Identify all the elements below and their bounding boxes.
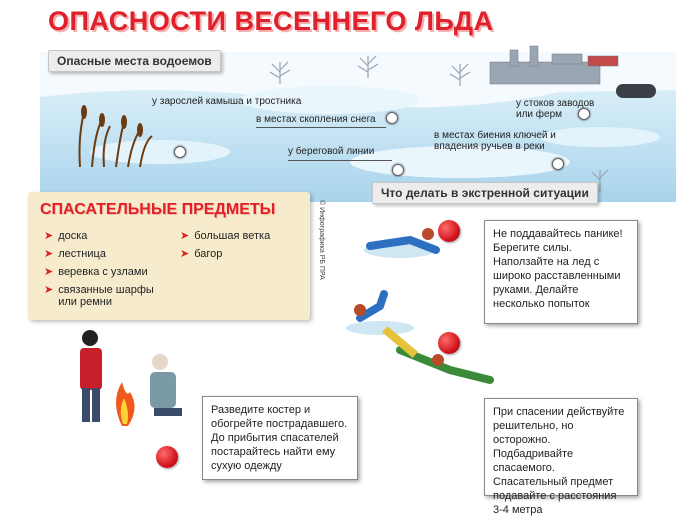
callout-springs: в местах биения ключей и впадения ручьев… xyxy=(434,130,556,152)
marker-dot xyxy=(578,108,590,120)
list-item: доска xyxy=(58,230,88,242)
self-rescue-tip: Не поддавайтесь панике! Берегите силы. Н… xyxy=(484,220,638,324)
emergency-heading: Что делать в экстренной ситуации xyxy=(372,182,598,204)
crawling-person-icon xyxy=(364,228,440,258)
river-illustration xyxy=(40,45,676,202)
list-item: веревка с узлами xyxy=(58,266,148,278)
campfire-scene-illustration xyxy=(80,330,182,426)
rescue-item-list-1: ➤доска ➤лестница ➤веревка с узлами ➤связ… xyxy=(44,230,174,308)
rescue-items-heading: СПАСАТЕЛЬНЫЕ ПРЕДМЕТЫ xyxy=(40,201,276,218)
crouching-person-icon xyxy=(150,354,182,416)
factory-icon xyxy=(489,45,619,85)
marker-dot xyxy=(174,146,186,158)
fire-icon xyxy=(116,382,135,426)
marker-dot xyxy=(438,220,460,242)
person-in-water-icon xyxy=(346,290,414,335)
marker-dot xyxy=(438,332,460,354)
marker-dot xyxy=(156,446,178,468)
rescue-scene-illustration xyxy=(346,228,494,384)
dangerous-places-heading: Опасные места водоемов xyxy=(48,50,221,72)
standing-person-icon xyxy=(80,330,102,422)
list-item: багор xyxy=(194,248,223,260)
list-item: лестница xyxy=(58,248,106,260)
rescuing-others-tip: При спасении действуйте решительно, но о… xyxy=(484,398,638,516)
callout-snow: в местах скопления снега xyxy=(256,114,376,125)
callout-reeds: у зарослей камыша и тростника xyxy=(152,96,302,107)
marker-dot xyxy=(386,112,398,124)
rescue-item-list-2: ➤большая ветка ➤багор xyxy=(180,230,271,260)
marker-dot xyxy=(392,164,404,176)
marker-dot xyxy=(552,158,564,170)
callout-shore: у береговой линии xyxy=(288,146,375,157)
bare-tree-icon xyxy=(269,55,609,192)
rescuer-icon xyxy=(382,326,494,384)
page-title: ОПАСНОСТИ ВЕСЕННЕГО ЛЬДА xyxy=(48,6,494,36)
campfire-tip: Разведите костер и обогрейте пострадавше… xyxy=(202,396,358,480)
credit-text: © Инфографика РБ ПРА xyxy=(318,200,325,280)
list-item: большая ветка xyxy=(194,230,271,242)
callout-line xyxy=(288,160,392,161)
callout-drains: у стоков заводов или ферм xyxy=(516,98,595,120)
rescue-items-panel xyxy=(28,192,310,320)
list-item: связанные шарфы или ремни xyxy=(58,284,154,308)
callout-line xyxy=(256,127,386,128)
